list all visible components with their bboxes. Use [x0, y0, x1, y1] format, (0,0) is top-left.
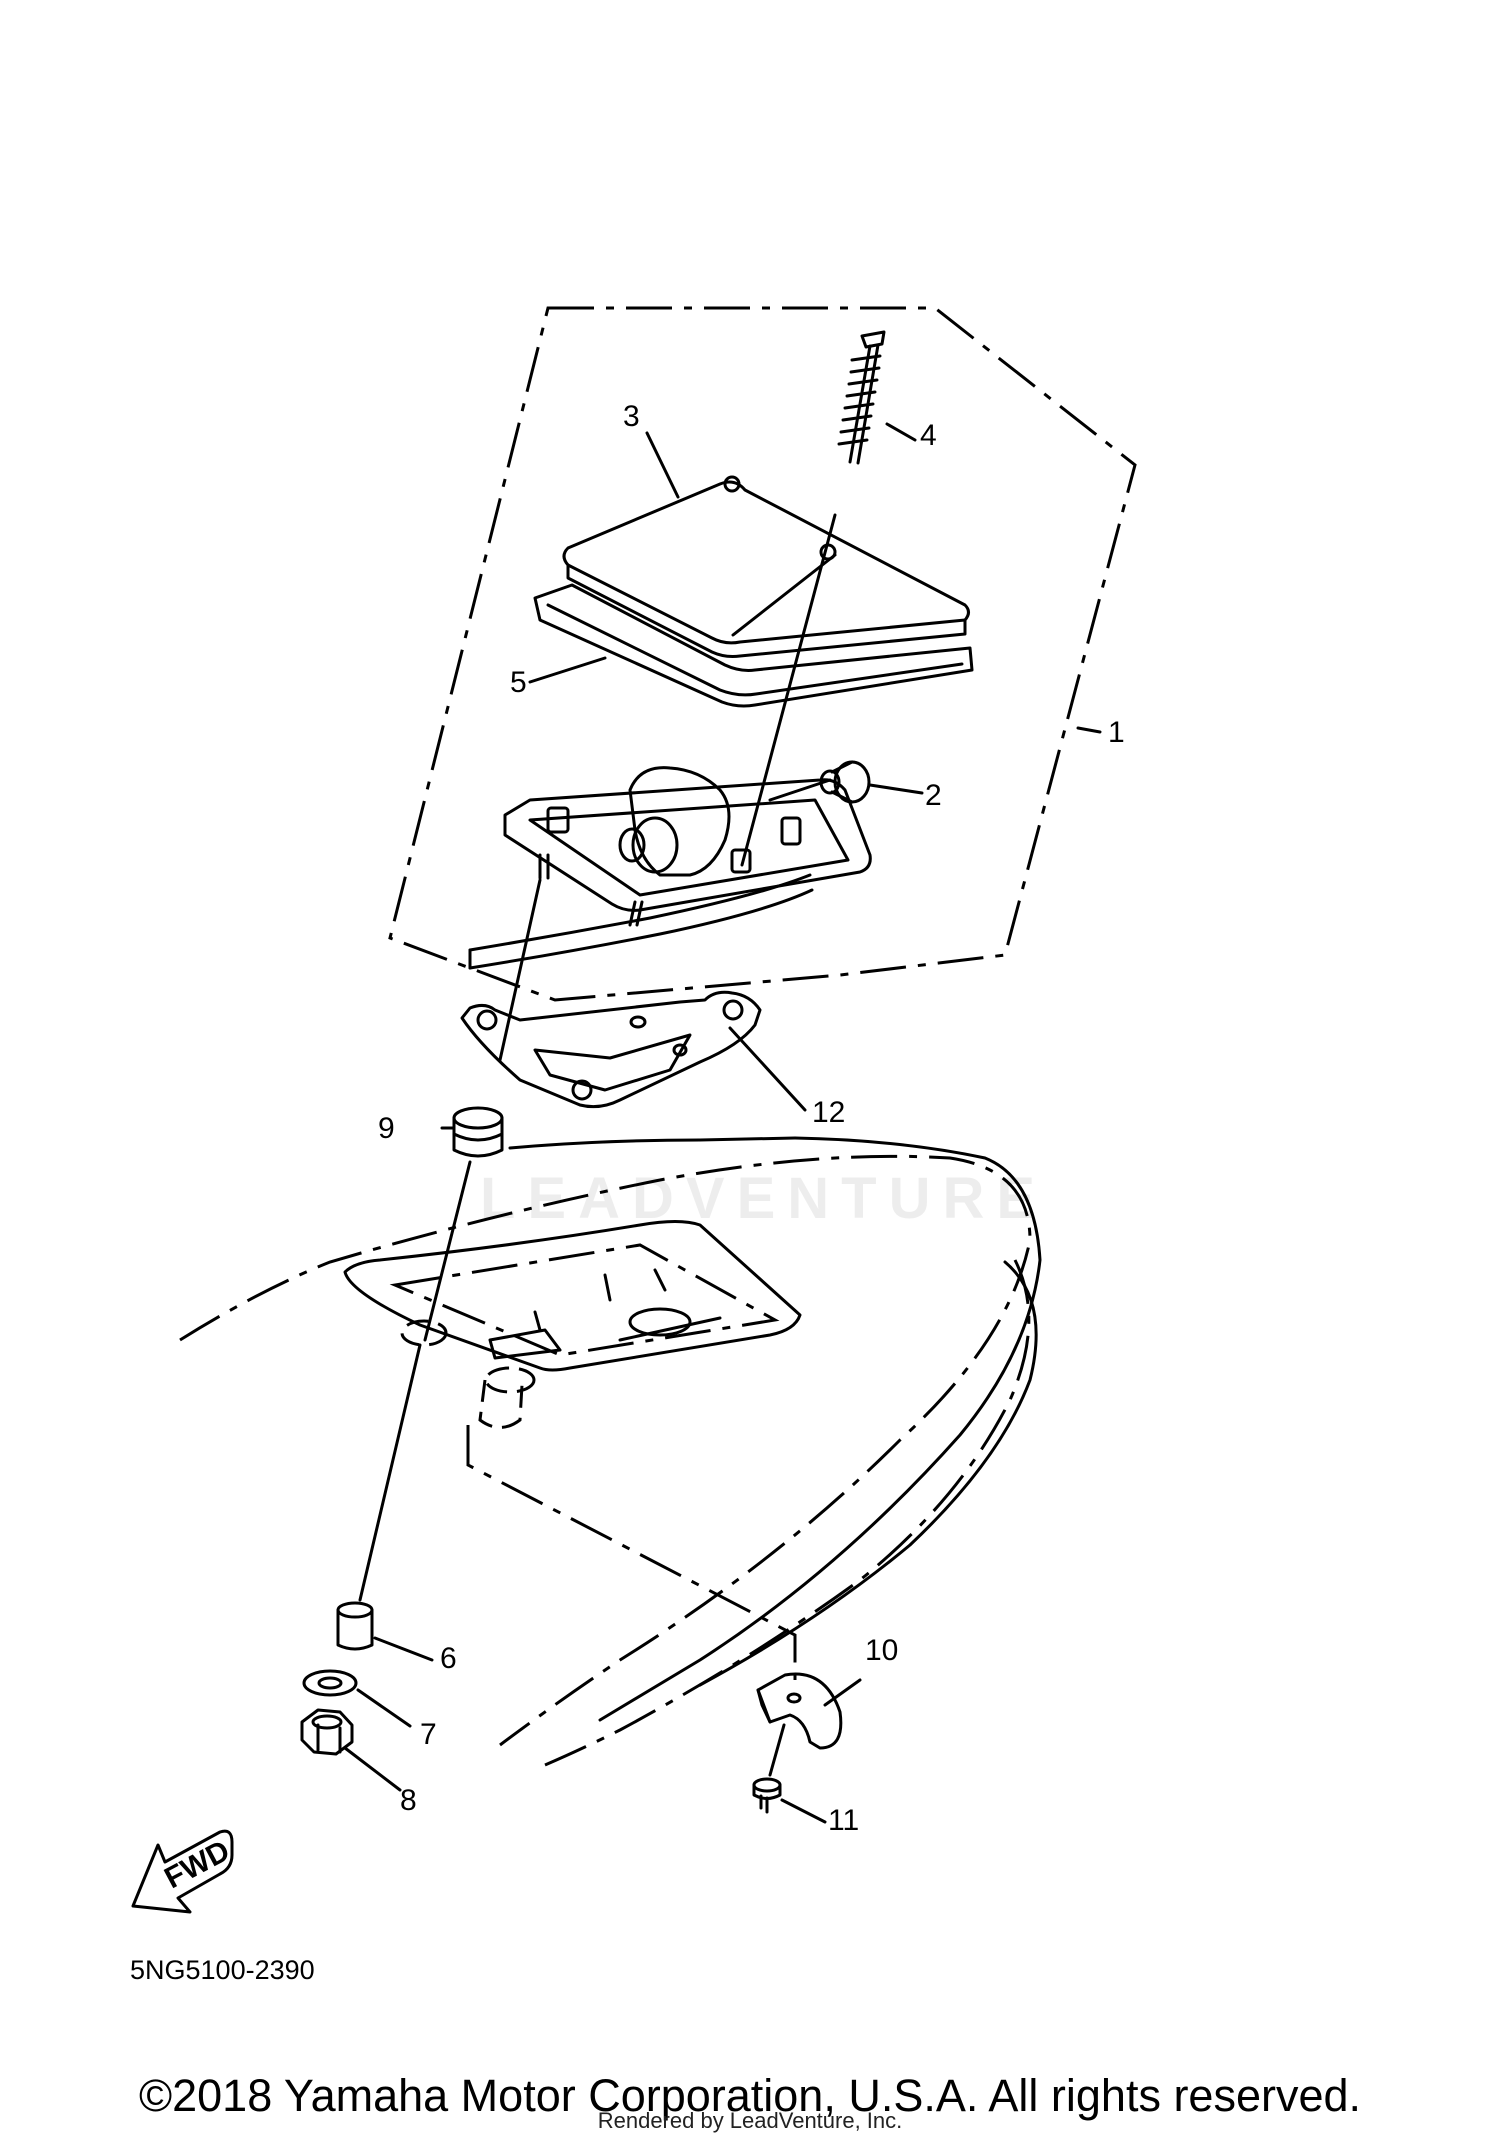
rendered-by-notice: Rendered by LeadVenture, Inc. — [597, 2108, 903, 2133]
callout-9: 9 — [378, 1112, 395, 1145]
light-housing-base — [468, 766, 872, 970]
part-12-bracket — [460, 990, 762, 1109]
watermark: LEADVENTURE — [480, 1166, 1048, 1231]
part-7-washer — [302, 1669, 358, 1697]
callout-6: 6 — [440, 1642, 457, 1675]
assembly-boundary — [388, 306, 1137, 1002]
seat-fender-body — [179, 1136, 1042, 1767]
part-4-screw — [837, 330, 886, 465]
part-3-lens-cover — [562, 475, 970, 658]
leader-lines — [343, 422, 1102, 1824]
screw-guide-line — [740, 513, 837, 867]
callout-8: 8 — [400, 1784, 417, 1817]
collar-guide-line — [358, 1343, 422, 1602]
part-11-screw — [752, 1777, 782, 1814]
part-9-grommet — [452, 1106, 504, 1158]
callout-7: 7 — [420, 1718, 437, 1751]
clip-guide-line — [466, 1425, 797, 1680]
callout-1: 1 — [1108, 716, 1125, 749]
callout-11: 11 — [828, 1804, 859, 1837]
callout-2: 2 — [925, 779, 942, 812]
part-8-nut — [300, 1708, 354, 1756]
part-6-collar — [336, 1601, 374, 1651]
part-5-gasket — [533, 583, 974, 708]
stud-guide-line — [498, 878, 542, 1062]
clip-screw-guide-line — [768, 1723, 786, 1777]
copyright-notice: ©2018 Yamaha Motor Corporation, U.S.A. A… — [138, 2070, 1362, 2121]
callout-5: 5 — [510, 666, 527, 699]
fwd-arrow-icon: FWD — [131, 1829, 235, 1914]
callout-4: 4 — [920, 419, 937, 452]
callout-12: 12 — [812, 1096, 845, 1129]
callout-3: 3 — [623, 400, 640, 433]
diagram-code: 5NG5100-2390 — [130, 1955, 315, 1985]
callout-10: 10 — [865, 1634, 898, 1667]
part-10-clip — [756, 1672, 843, 1750]
